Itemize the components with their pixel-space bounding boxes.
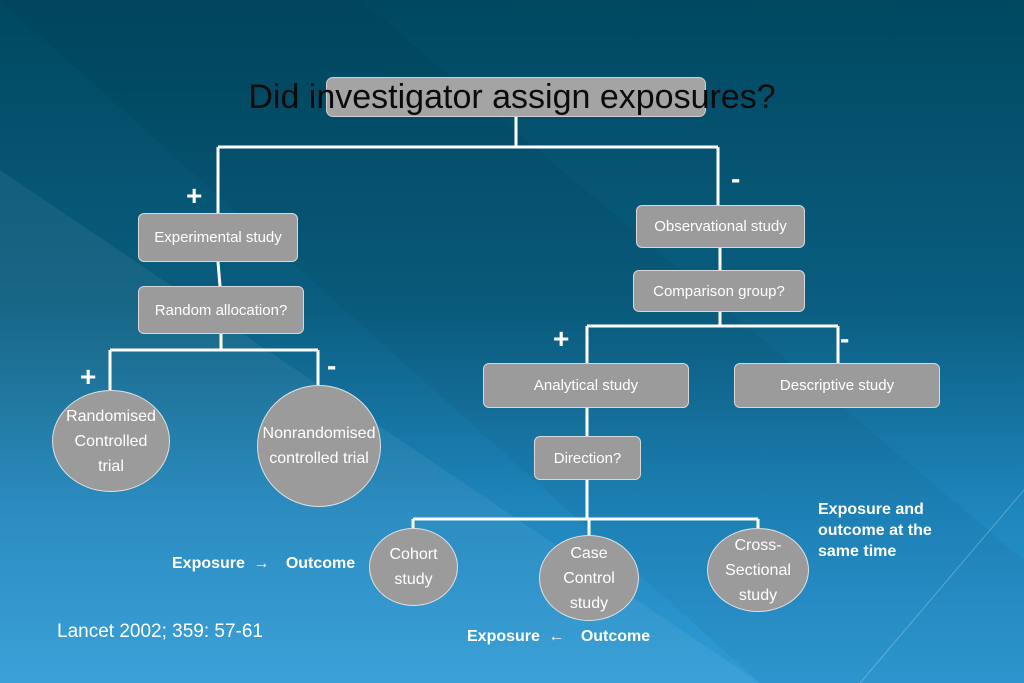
- sign-plus-analytical: +: [553, 323, 570, 354]
- sign-plus-experimental: +: [186, 180, 203, 211]
- same-time-line-1: Exposure and: [818, 501, 924, 518]
- diagram-title: Did investigator assign exposures?: [248, 78, 776, 116]
- casecontrol-line-1: Case: [570, 544, 608, 562]
- node-cross-sectional-study: Cross- Sectional study: [707, 528, 809, 612]
- crosssectional-line-2: Sectional: [725, 561, 791, 579]
- node-direction: Direction?: [534, 436, 641, 480]
- note-casecontrol-direction: Exposure ← Outcome: [467, 628, 650, 646]
- rct-line-3: trial: [98, 457, 124, 475]
- right-arrow-icon: →: [253, 555, 270, 572]
- note-same-time: Exposure and outcome at the same time: [818, 499, 932, 562]
- sign-minus-descriptive: -: [840, 323, 850, 354]
- casecontrol-outcome-label: Outcome: [580, 628, 651, 645]
- node-cohort-study: Cohort study: [369, 528, 458, 606]
- casecontrol-line-3: study: [569, 594, 609, 612]
- casecontrol-exposure-label: Exposure: [467, 628, 540, 645]
- sign-minus-observational: -: [731, 163, 741, 194]
- node-case-control-study: Case Control study: [539, 535, 639, 621]
- crosssectional-line-1: Cross-: [734, 536, 782, 554]
- sign-minus-nonrandomised: -: [327, 350, 337, 381]
- cohort-line-2: study: [394, 571, 433, 588]
- node-random-allocation: Random allocation?: [138, 286, 304, 334]
- nonrandomised-line-2: controlled trial: [269, 450, 369, 467]
- casecontrol-line-2: Control: [563, 569, 615, 587]
- left-arrow-icon: ←: [548, 628, 565, 645]
- sign-plus-rct: +: [80, 361, 97, 392]
- nonrandomised-line-1: Nonrandomised: [262, 425, 376, 442]
- node-comparison-group: Comparison group?: [633, 270, 805, 312]
- node-descriptive-study: Descriptive study: [734, 363, 940, 408]
- same-time-line-3: same time: [818, 543, 897, 560]
- title-box: [326, 77, 706, 117]
- node-analytical-study: Analytical study: [483, 363, 689, 408]
- same-time-line-2: outcome at the: [818, 522, 932, 539]
- rct-line-1: Randomised: [66, 407, 156, 425]
- cohort-outcome-label: Outcome: [285, 555, 356, 572]
- node-experimental-study: Experimental study: [138, 213, 298, 262]
- node-observational-study: Observational study: [636, 205, 805, 248]
- crosssectional-line-3: study: [738, 586, 778, 604]
- cohort-line-1: Cohort: [389, 546, 438, 563]
- node-rct: Randomised Controlled trial: [52, 390, 170, 492]
- connector-exp-random: [216, 261, 222, 287]
- node-nonrandomised-trial: Nonrandomised controlled trial: [257, 385, 381, 507]
- rct-line-2: Controlled: [74, 432, 148, 450]
- note-cohort-direction: Exposure → Outcome: [172, 555, 355, 573]
- cohort-exposure-label: Exposure: [172, 555, 245, 572]
- reference-citation: Lancet 2002; 359: 57-61: [57, 621, 264, 642]
